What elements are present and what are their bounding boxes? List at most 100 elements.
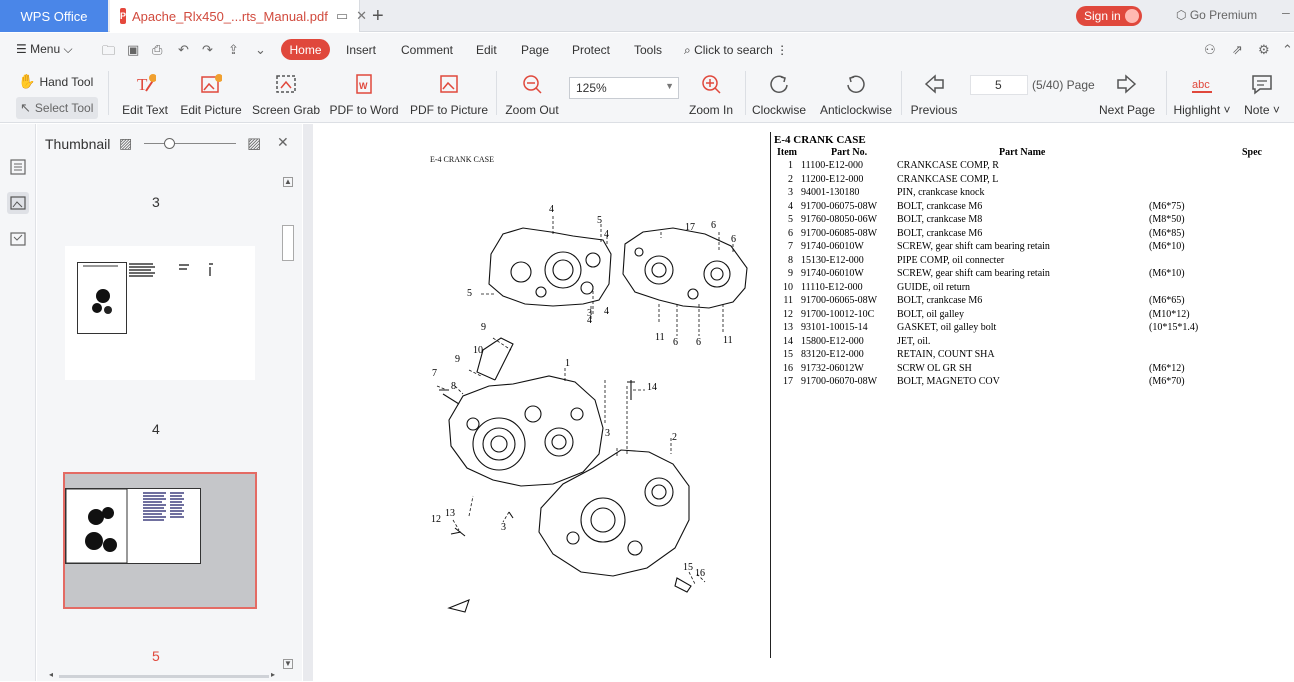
edit-text-button[interactable]: T Edit Text bbox=[121, 65, 169, 123]
highlight-button[interactable]: abc Highlight ˅ bbox=[1172, 65, 1232, 123]
thumbnail-page-number: 4 bbox=[152, 421, 160, 437]
scroll-right-icon[interactable]: ▸ bbox=[271, 670, 276, 679]
tab-insert[interactable]: Insert bbox=[346, 43, 377, 57]
thumbnail-large-icon[interactable]: ▨ bbox=[247, 135, 262, 152]
slider-handle[interactable] bbox=[164, 138, 175, 149]
part-spec-cell: (M6*75) bbox=[1149, 200, 1185, 212]
collapse-ribbon-icon[interactable]: ⌃ bbox=[1282, 42, 1293, 57]
part-number-cell: 11200-E12-000 bbox=[801, 173, 864, 185]
thumbnail-view-icon[interactable] bbox=[7, 192, 29, 214]
share-icon[interactable]: ⇗ bbox=[1232, 42, 1243, 57]
wps-office-tab[interactable]: WPS Office bbox=[0, 0, 108, 32]
tab-page[interactable]: Page bbox=[521, 43, 550, 57]
minimize-window-icon[interactable]: – bbox=[1282, 4, 1290, 20]
tab-edit[interactable]: Edit bbox=[476, 43, 497, 57]
callout-4: 4 bbox=[604, 306, 609, 317]
scroll-left-icon[interactable]: ◂ bbox=[49, 670, 54, 679]
print-icon[interactable]: ⎙ bbox=[152, 42, 163, 57]
tab-home[interactable]: Home bbox=[281, 39, 330, 60]
open-folder-icon[interactable]: 🗀 bbox=[102, 43, 116, 58]
bookmarks-list-icon[interactable] bbox=[7, 156, 29, 178]
column-header-part-no: Part No. bbox=[831, 147, 868, 158]
sign-in-button[interactable]: Sign in bbox=[1076, 6, 1142, 26]
zoom-level-select[interactable]: 125%▼ bbox=[569, 77, 679, 99]
pdf-to-picture-icon bbox=[436, 71, 462, 97]
screen-grab-button[interactable]: Screen Grab bbox=[252, 65, 320, 123]
zoom-in-button[interactable]: Zoom In bbox=[688, 65, 734, 123]
part-item-cell: 11 bbox=[783, 295, 793, 306]
svg-text:T: T bbox=[137, 75, 148, 94]
zoom-in-label: Zoom In bbox=[688, 103, 733, 117]
pdf-to-picture-button[interactable]: PDF to Picture bbox=[410, 65, 488, 123]
close-tab-icon[interactable]: ✕ bbox=[356, 8, 368, 23]
user-share-icon[interactable]: ⚇ bbox=[1204, 42, 1216, 57]
tab-protect[interactable]: Protect bbox=[572, 43, 611, 57]
scroll-down-icon[interactable]: ▼ bbox=[283, 659, 293, 669]
next-page-button[interactable]: Next Page bbox=[1099, 65, 1155, 123]
callout-9: 9 bbox=[481, 322, 486, 333]
annotations-icon[interactable] bbox=[7, 228, 29, 250]
rotate-anticlockwise-button[interactable]: Anticlockwise bbox=[819, 65, 893, 123]
thumbnail-page-4[interactable] bbox=[65, 246, 255, 380]
note-button[interactable]: Note ˅ bbox=[1242, 65, 1282, 123]
part-name-cell: BOLT, crankcase M6 bbox=[897, 227, 983, 239]
thumbnail-page-5-selected[interactable] bbox=[63, 472, 257, 609]
part-number-cell: 83120-E12-000 bbox=[801, 349, 864, 360]
chevron-down-icon: ▼ bbox=[665, 81, 674, 91]
horizontal-scrollbar-thumb[interactable] bbox=[59, 675, 269, 678]
edit-picture-button[interactable]: Edit Picture bbox=[180, 65, 242, 123]
pdf-to-word-button[interactable]: W PDF to Word bbox=[329, 65, 399, 123]
pdf-page[interactable]: E-4 CRANK CASE bbox=[313, 124, 1294, 681]
crankcase-exploded-diagram: 1 2 3 3 3 4 4 4 4 5 5 6 6 6 6 7 8 9 9 10… bbox=[431, 204, 748, 613]
callout-4: 4 bbox=[587, 315, 592, 326]
new-tab-icon[interactable]: + bbox=[372, 5, 384, 27]
part-name-cell: BOLT, oil galley bbox=[897, 308, 964, 320]
settings-gear-icon[interactable]: ⚙ bbox=[1258, 42, 1270, 57]
hand-tool-button[interactable]: ✋Hand Tool bbox=[18, 73, 93, 90]
callout-4: 4 bbox=[604, 229, 609, 240]
document-tab[interactable]: P Apache_Rlx450_...rts_Manual.pdf ▭ ✕ bbox=[110, 0, 367, 32]
export-icon[interactable]: ⇪ bbox=[228, 42, 239, 57]
pdf-to-word-icon: W bbox=[351, 71, 377, 97]
thumbnail-small-icon[interactable]: ▨ bbox=[119, 135, 133, 151]
part-name-cell: CRANKCASE COMP, L bbox=[897, 173, 999, 185]
thumbnail-size-slider[interactable] bbox=[144, 143, 236, 144]
thumbnail-horizontal-scrollbar[interactable]: ◂ ▸ bbox=[49, 670, 279, 680]
part-number-cell: 11100-E12-000 bbox=[801, 160, 864, 171]
callout-13: 13 bbox=[445, 508, 455, 519]
scroll-up-icon[interactable]: ▲ bbox=[283, 177, 293, 187]
save-icon[interactable]: ▣ bbox=[127, 42, 140, 57]
scrollbar-thumb[interactable] bbox=[282, 225, 294, 261]
window-restore-icon[interactable]: ▭ bbox=[335, 8, 349, 23]
tab-tools[interactable]: Tools bbox=[634, 43, 663, 57]
callout-3: 3 bbox=[605, 428, 610, 439]
search-box[interactable]: ⌕ Click to search ⋮ bbox=[684, 43, 789, 57]
tab-comment[interactable]: Comment bbox=[401, 43, 454, 57]
rotate-clockwise-button[interactable]: Clockwise bbox=[751, 65, 807, 123]
thumbnail-miniature bbox=[77, 262, 127, 334]
zoom-out-button[interactable]: Zoom Out bbox=[504, 65, 560, 123]
thumbnail-scrollbar[interactable]: ▲ ▼ bbox=[281, 177, 295, 682]
more-quick-icon[interactable]: ⌄ bbox=[255, 42, 266, 57]
close-panel-icon[interactable]: ✕ bbox=[277, 134, 289, 150]
go-premium-button[interactable]: ⬡ Go Premium bbox=[1176, 8, 1258, 22]
select-tool-button[interactable]: ↖Select Tool bbox=[16, 97, 98, 119]
thumbnail-page-number: 3 bbox=[152, 194, 160, 210]
toolbar-divider bbox=[1166, 71, 1167, 115]
undo-icon[interactable]: ↶ bbox=[178, 42, 189, 57]
cursor-arrow-icon: ↖ bbox=[20, 100, 31, 115]
menu-button[interactable]: ☰ Menu ⌵ bbox=[16, 42, 73, 56]
page-number-input[interactable]: 5 bbox=[970, 75, 1028, 95]
redo-icon[interactable]: ↷ bbox=[202, 42, 213, 57]
part-item-cell: 17 bbox=[783, 376, 793, 387]
note-icon bbox=[1249, 71, 1275, 97]
part-number-cell: 91700-06085-08W bbox=[801, 227, 878, 239]
previous-page-button[interactable]: Previous bbox=[909, 65, 959, 123]
part-name-cell: SCREW, gear shift cam bearing retain bbox=[897, 241, 1050, 252]
